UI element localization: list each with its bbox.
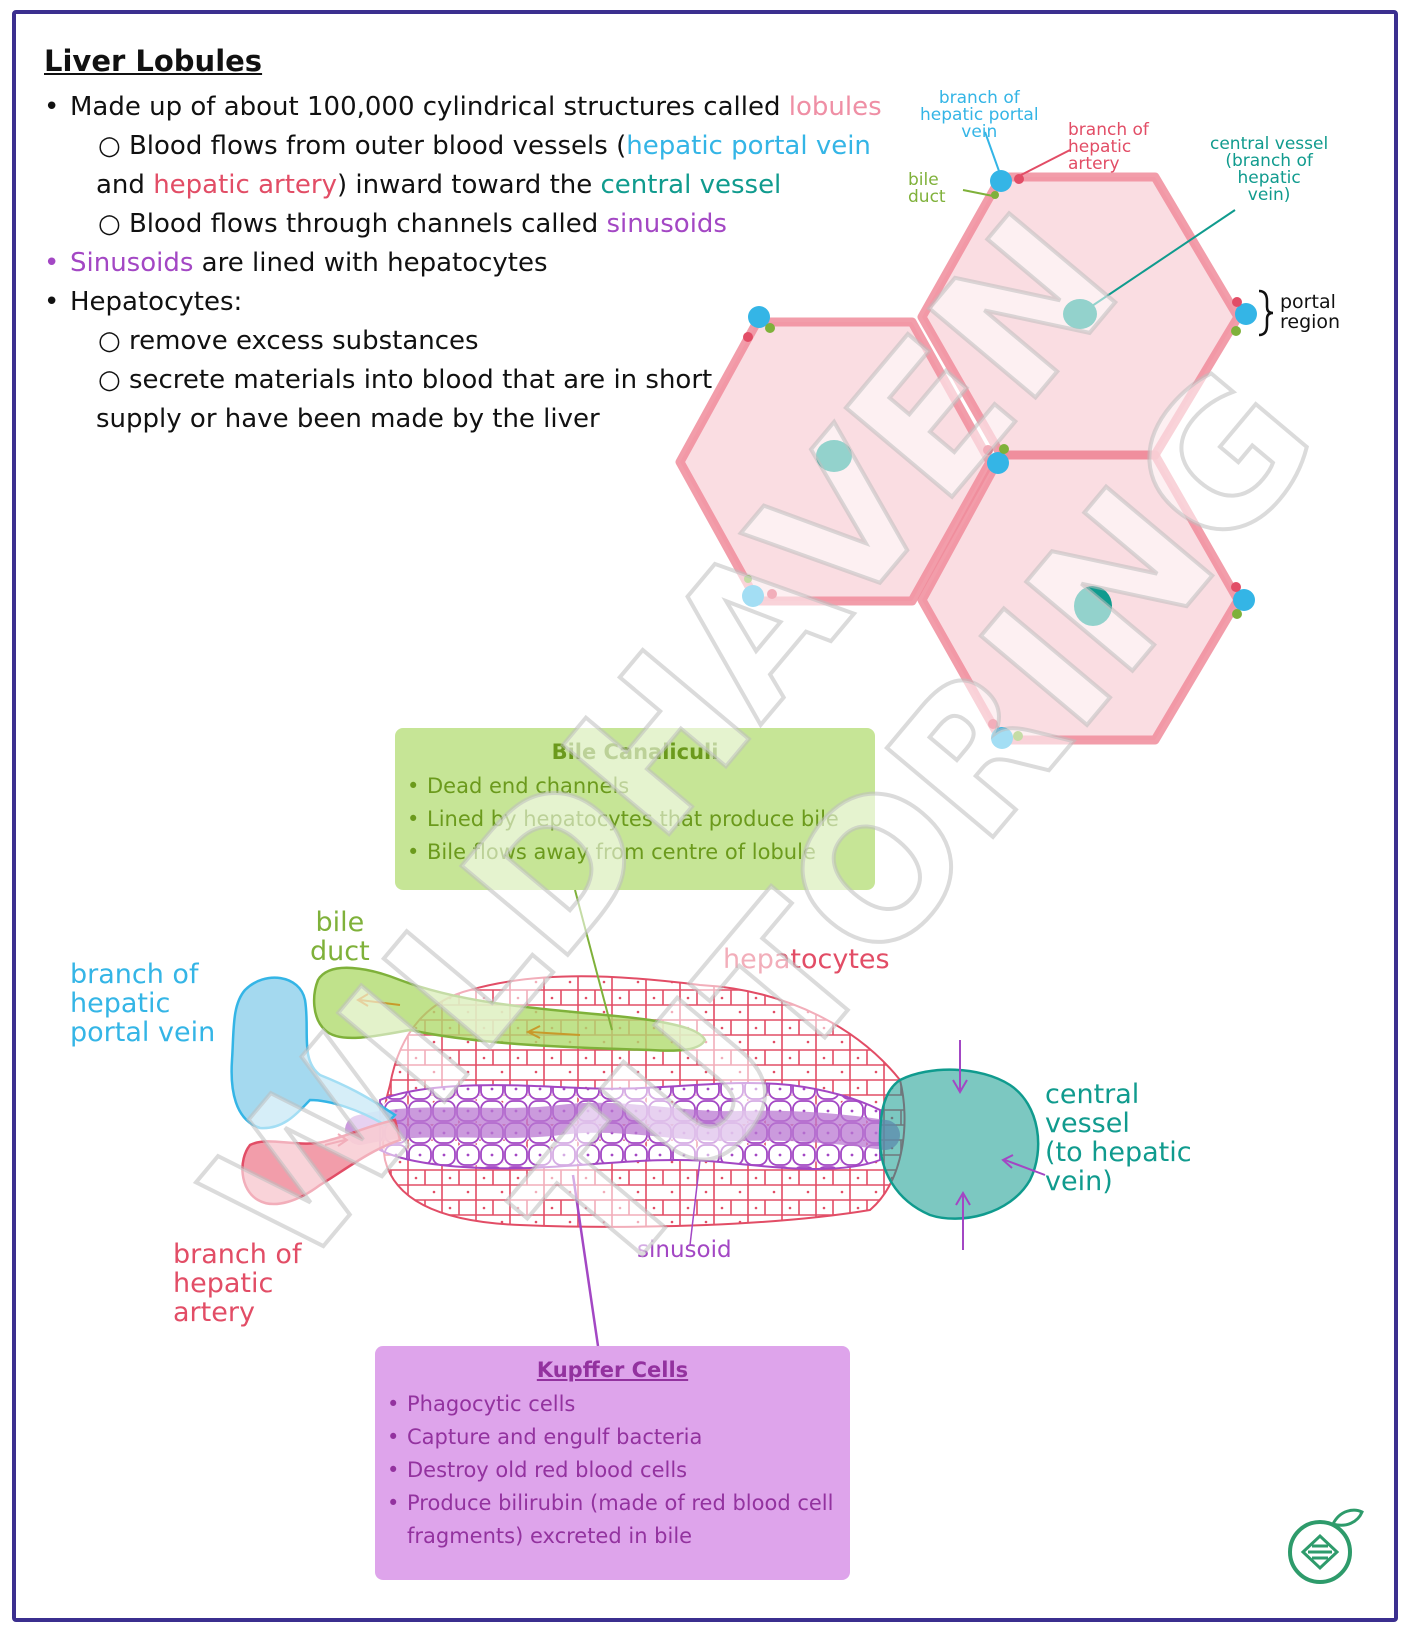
diagram-label-hpv-branch: branch of hepatic portal vein: [70, 959, 216, 1048]
term-hepatic-artery: hepatic artery: [153, 170, 337, 200]
bile-canaliculi-title: Bile Canaliculi: [551, 740, 719, 764]
diagram-label-ha-branch: branch of hepatic artery: [173, 1239, 302, 1328]
hex-label-ha-branch: branch of hepatic artery: [1068, 120, 1149, 174]
hex-label-central-vessel: central vessel (branch of hepatic vein): [1210, 134, 1329, 205]
bile-canaliculi-box: Bile Canaliculi Dead end channels Lined …: [395, 728, 875, 890]
term-lobules: lobules: [788, 92, 882, 122]
kupffer-cells-title: Kupffer Cells: [536, 1358, 689, 1382]
bile-box-pointer: [574, 889, 613, 1031]
page-title: Liver Lobules: [44, 44, 263, 78]
kupffer-cells-box: Kupffer Cells Phagocytic cells Capture a…: [375, 1346, 850, 1580]
diagram-label-central-vessel: central vessel (to hepatic vein): [1045, 1079, 1192, 1197]
notes-section: Liver Lobules •Made up of about 100,000 …: [40, 44, 900, 439]
diagram-label-sinusoid: sinusoid: [637, 1237, 732, 1263]
page-frame: [12, 10, 1398, 1622]
list-item: Destroy old red blood cells: [387, 1454, 850, 1487]
portal-triads: [742, 170, 1257, 749]
bile-canaliculi-list: Dead end channels Lined by hepatocytes t…: [395, 770, 875, 869]
subbullet-secrete: ○ secrete materials into blood that are …: [98, 365, 713, 395]
central-veins: [816, 299, 1112, 626]
central-vein-left: [816, 440, 852, 472]
bullet-hepatocytes: •Hepatocytes:: [44, 287, 243, 317]
central-vein-top: [1063, 299, 1097, 329]
bullet-lobules: •Made up of about 100,000 cylindrical st…: [44, 92, 882, 122]
hex-label-bile-duct: bile duct: [908, 170, 946, 207]
subbullet-blood-flow: ○ Blood flows from outer blood vessels (…: [98, 131, 871, 161]
term-hepatic-portal-vein: hepatic portal vein: [626, 131, 871, 161]
leaf-logo-icon: [1288, 1508, 1364, 1584]
subbullet-blood-flow-cont: and hepatic artery) inward toward the ce…: [96, 170, 782, 200]
list-item: Bile flows away from centre of lobule: [407, 836, 875, 869]
portal-vein-branch: [230, 976, 397, 1130]
term-sinusoids: sinusoids: [606, 209, 727, 239]
list-item: Capture and engulf bacteria: [387, 1421, 850, 1454]
list-item: Lined by hepatocytes that produce bile: [407, 803, 875, 836]
hex-label-portal-region: portal region: [1280, 291, 1341, 333]
flow-arrows: [324, 993, 1046, 1250]
bullet-sinusoids: •Sinusoids are lined with hepatocytes: [44, 248, 548, 278]
kupffer-cells-list: Phagocytic cells Capture and engulf bact…: [375, 1388, 850, 1553]
list-item: Dead end channels: [407, 770, 875, 803]
list-item: Produce bilirubin (made of red blood cel…: [387, 1487, 850, 1553]
artery-branch: [241, 1118, 402, 1206]
central-vein-bottom: [1074, 586, 1112, 626]
diagram-label-bile-duct: bile duct: [310, 907, 370, 967]
portal-region-brace: [1258, 289, 1274, 337]
bile-duct-tube: [312, 966, 707, 1052]
subbullet-remove: ○ remove excess substances: [98, 326, 479, 356]
sinusoid-pointer: [689, 1159, 701, 1246]
diagram-label-hepatocytes: hepatocytes: [723, 944, 890, 975]
central-vessel-shape: [878, 1068, 1040, 1220]
term-central-vessel: central vessel: [600, 170, 782, 200]
hex-label-hpv-branch: branch of hepatic portal vein: [920, 88, 1039, 142]
subbullet-sinusoids: ○ Blood flows through channels called si…: [98, 209, 727, 239]
list-item: Phagocytic cells: [387, 1388, 850, 1421]
sinusoid-channel: [345, 1102, 900, 1150]
subbullet-secrete-cont: supply or have been made by the liver: [96, 404, 600, 434]
hex-label-lines: [962, 131, 1236, 307]
kupffer-box-pointer: [571, 1174, 600, 1347]
